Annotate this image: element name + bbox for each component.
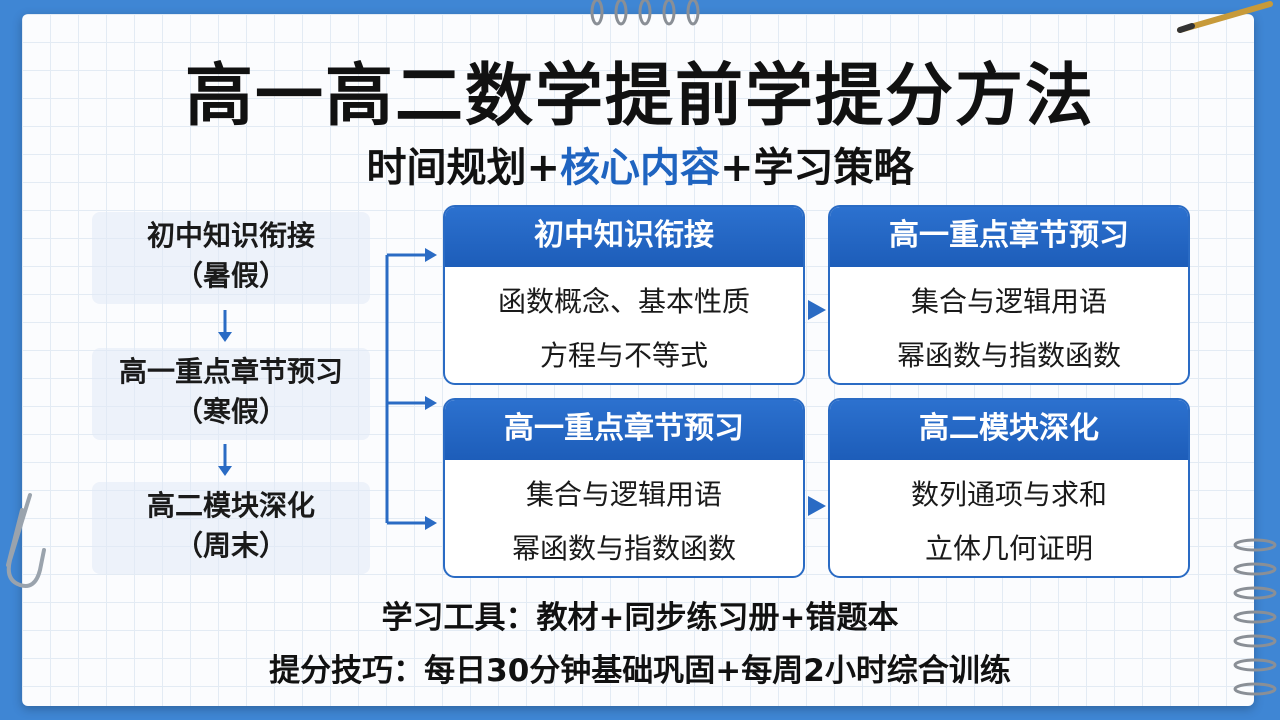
spiral-binding-right	[1233, 538, 1277, 696]
right-arrow-icon	[808, 300, 826, 320]
down-arrow-icon	[218, 444, 232, 476]
timeline-step-name: 高一重点章节预习	[118, 355, 343, 388]
timeline-step-name: 高二模块深化	[146, 489, 315, 522]
card-line: 数列通项与求和	[910, 478, 1107, 511]
page-title: 高一高二数学提前学提分方法	[184, 57, 1095, 136]
card-line: 集合与逻辑用语	[910, 285, 1107, 318]
bracket-connector	[385, 248, 437, 530]
paper-clip-icon	[6, 493, 46, 588]
card-line: 函数概念、基本性质	[497, 285, 750, 318]
card-line: 立体几何证明	[924, 532, 1093, 565]
subtitle-part-strategy: +学习策略	[720, 145, 914, 191]
spiral-binding-top	[590, 0, 700, 26]
content-card: 高一重点章节预习 集合与逻辑用语 幂函数与指数函数	[828, 205, 1190, 385]
timeline-step-name: 初中知识衔接	[146, 219, 315, 252]
timeline-step-period: （寒假）	[174, 395, 287, 428]
timeline-step-1: 初中知识衔接 （暑假）	[92, 212, 370, 304]
card-line: 集合与逻辑用语	[525, 478, 722, 511]
content-card: 高二模块深化 数列通项与求和 立体几何证明	[828, 398, 1190, 578]
pencil-icon	[1177, 1, 1273, 33]
subtitle-part-core: 核心内容	[560, 145, 720, 191]
card-title: 高一重点章节预习	[445, 400, 803, 460]
down-arrow-icon	[218, 310, 232, 342]
content-card: 初中知识衔接 函数概念、基本性质 方程与不等式	[443, 205, 805, 385]
card-title: 初中知识衔接	[445, 207, 803, 267]
card-title: 高二模块深化	[830, 400, 1188, 460]
subtitle-part-time: 时间规划+	[366, 145, 560, 191]
card-title: 高一重点章节预习	[830, 207, 1188, 267]
right-arrow-icon	[808, 496, 826, 516]
card-line: 方程与不等式	[539, 339, 708, 372]
card-line: 幂函数与指数函数	[511, 532, 736, 565]
timeline-step-period: （暑假）	[174, 259, 287, 292]
timeline-step-3: 高二模块深化 （周末）	[92, 482, 370, 574]
card-line: 幂函数与指数函数	[896, 339, 1121, 372]
study-tools-text: 学习工具：教材+同步练习册+错题本	[381, 600, 899, 636]
page-subtitle: 时间规划+核心内容+学习策略	[0, 135, 1280, 193]
content-card: 高一重点章节预习 集合与逻辑用语 幂函数与指数函数	[443, 398, 805, 578]
timeline-step-period: （周末）	[174, 529, 287, 562]
score-tips-text: 提分技巧：每日30分钟基础巩固+每周2小时综合训练	[269, 653, 1011, 689]
timeline-step-2: 高一重点章节预习 （寒假）	[92, 348, 370, 440]
